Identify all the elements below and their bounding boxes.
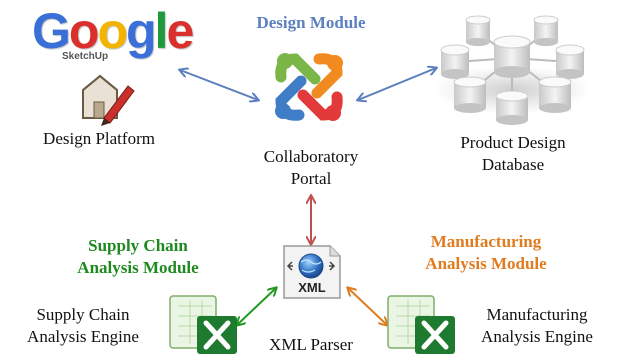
google-sketchup-logo: Google	[32, 3, 194, 59]
supply-engine-line1: Supply Chain	[36, 305, 130, 324]
excel-icon	[169, 295, 237, 354]
portal-line2: Portal	[290, 169, 332, 188]
xml-globe-icon	[283, 245, 341, 299]
sketchup-pencil-icon	[82, 74, 135, 126]
supply-engine-line2: Analysis Engine	[27, 327, 139, 346]
supply-module-line2: Analysis Module	[77, 258, 199, 277]
arrow-parser-supply	[237, 288, 276, 325]
arrow-portal-database	[358, 68, 436, 100]
xml-parser-label: XML Parser	[269, 335, 353, 354]
mfg-module-line2: Analysis Module	[425, 254, 547, 273]
joomla-portal-icon	[275, 53, 343, 121]
db-line1: Product Design	[460, 133, 566, 152]
database-cluster-icon	[434, 15, 590, 125]
collaboratory-portal-label: Collaboratory Portal	[236, 146, 386, 190]
product-design-database-label: Product Design Database	[438, 132, 588, 176]
arrow-platform-portal	[180, 70, 258, 100]
mfg-engine-line2: Analysis Engine	[481, 327, 593, 346]
manufacturing-module-title: Manufacturing Analysis Module	[388, 231, 584, 275]
arrow-parser-mfg	[348, 288, 387, 325]
portal-line1: Collaboratory	[263, 147, 359, 166]
xml-icon-text: XML	[298, 280, 326, 295]
supply-chain-engine-label: Supply Chain Analysis Engine	[8, 304, 158, 348]
sketchup-sublabel: SketchUp	[62, 51, 109, 62]
supply-module-line1: Supply Chain	[88, 236, 188, 255]
excel-icon	[387, 295, 455, 354]
mfg-module-line1: Manufacturing	[430, 232, 542, 251]
design-module-title: Design Module	[256, 13, 366, 32]
supply-chain-module-title: Supply Chain Analysis Module	[40, 235, 236, 279]
db-line2: Database	[481, 155, 545, 174]
manufacturing-engine-label: Manufacturing Analysis Engine	[462, 304, 612, 348]
design-platform-label: Design Platform	[43, 129, 155, 148]
mfg-engine-line1: Manufacturing	[486, 305, 588, 324]
